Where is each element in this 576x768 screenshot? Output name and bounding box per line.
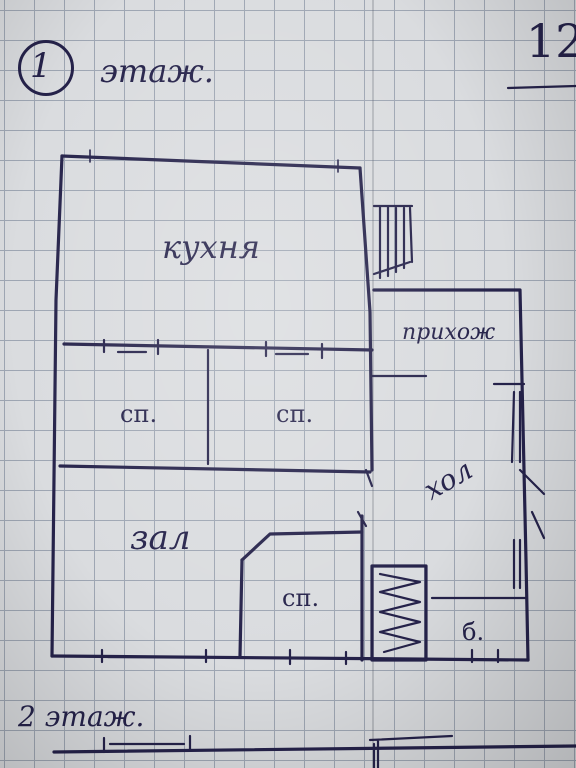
wall-left <box>50 154 64 658</box>
stairs-icon <box>372 204 414 280</box>
door-bedroom-mid <box>264 340 324 360</box>
wall-right-upper <box>358 166 374 472</box>
door-bedroom-left <box>102 338 160 356</box>
floor-number: 1 <box>30 46 52 86</box>
wall-small-bedroom-tick <box>356 510 368 528</box>
floor2-wall-top <box>52 744 576 754</box>
wall-kitchen-bedrooms <box>62 342 374 352</box>
floor2-window-left <box>102 734 192 754</box>
room-label-hallway: прихож <box>402 320 496 345</box>
stairs-zigzag-icon <box>370 564 428 662</box>
door-bathroom <box>470 648 500 664</box>
wall-small-bedroom-left <box>238 558 244 658</box>
floor2-title: 2 этаж. <box>18 700 145 733</box>
room-label-bathroom: б. <box>462 618 485 646</box>
window-living-room <box>100 648 208 664</box>
window-hall-upper <box>510 390 522 464</box>
wall-top-ticks <box>89 149 339 173</box>
floor-title: этаж. <box>100 52 214 90</box>
window-small-bedroom <box>288 648 348 666</box>
wall-hallway-hall <box>370 374 526 386</box>
room-label-bedroom-left: сп. <box>120 400 158 428</box>
entry-door-arc <box>518 468 546 540</box>
floor2-stairs <box>368 734 454 768</box>
wall-right-outer <box>372 288 530 662</box>
wall-corner-mark <box>364 468 374 488</box>
window-hall-lower <box>512 538 522 590</box>
wall-top <box>60 154 362 170</box>
wall-small-bedroom-top <box>240 530 364 562</box>
room-label-living-room: зал <box>130 518 191 558</box>
room-label-kitchen: кухня <box>162 228 260 266</box>
room-label-bedroom-mid: сп. <box>276 400 314 428</box>
corner-note: 12 <box>526 14 576 68</box>
floor-number-circle <box>18 40 74 96</box>
corner-note-underline <box>506 84 576 90</box>
wall-bedrooms-bottom <box>58 464 372 474</box>
room-label-bedroom-small: сп. <box>282 584 320 612</box>
